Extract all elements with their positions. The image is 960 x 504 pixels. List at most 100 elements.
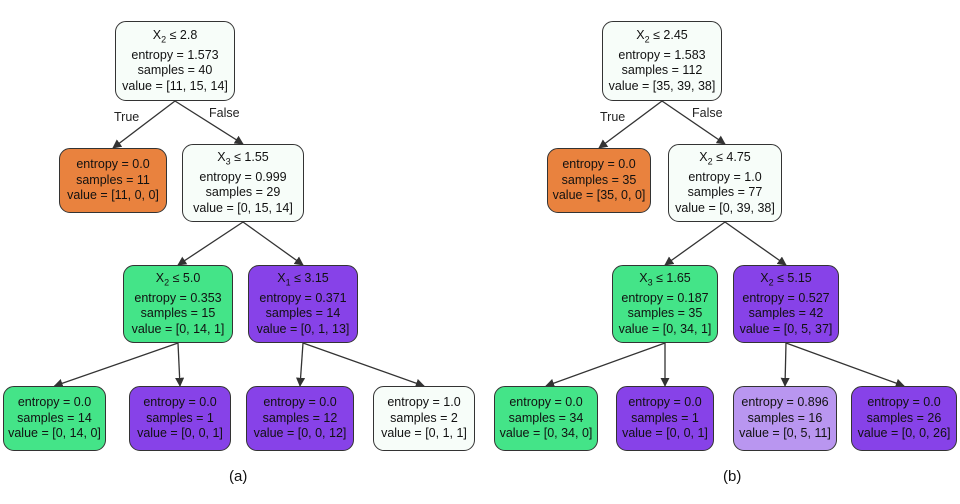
tree-a-edge-arrow — [302, 342, 425, 388]
samples-text: samples = 42 — [748, 306, 824, 321]
value-text: value = [11, 15, 14] — [122, 78, 228, 93]
tree-a-split-node: X1 ≤ 3.15 entropy = 0.371 samples = 14 v… — [248, 265, 358, 343]
tree-b-edge-arrow — [785, 342, 905, 388]
value-text: value = [0, 0, 26] — [857, 426, 951, 441]
samples-text: samples = 77 — [687, 185, 763, 200]
entropy-text: entropy = 0.0 — [143, 395, 217, 410]
tree-a-split-node: X2 ≤ 5.0 entropy = 0.353 samples = 15 va… — [123, 265, 233, 343]
value-text: value = [0, 34, 1] — [618, 321, 712, 336]
tree-b-edge-arrow — [598, 100, 663, 149]
samples-text: samples = 1 — [146, 410, 214, 425]
entropy-text: entropy = 0.187 — [621, 290, 709, 305]
entropy-text: entropy = 1.0 — [688, 169, 762, 184]
entropy-text: entropy = 0.896 — [741, 395, 829, 410]
samples-text: samples = 35 — [561, 172, 637, 187]
entropy-text: entropy = 0.0 — [562, 157, 636, 172]
samples-text: samples = 11 — [76, 172, 150, 187]
samples-text: samples = 35 — [627, 306, 703, 321]
value-text: value = [0, 15, 14] — [193, 200, 293, 215]
tree-a-edge-arrow — [296, 342, 306, 387]
entropy-text: entropy = 0.0 — [509, 395, 583, 410]
tree-a-leaf-node: entropy = 0.0 samples = 14 value = [0, 1… — [3, 386, 106, 451]
tree-b-root-node: X2 ≤ 2.45 entropy = 1.583 samples = 112 … — [602, 21, 722, 101]
samples-text: samples = 12 — [262, 410, 338, 425]
tree-b-leaf-node: entropy = 0.0 samples = 1 value = [0, 0,… — [616, 386, 714, 451]
tree-a-root-node: X2 ≤ 2.8 entropy = 1.573 samples = 40 va… — [115, 21, 235, 101]
split-condition: X1 ≤ 3.15 — [277, 270, 329, 288]
samples-text: samples = 29 — [205, 185, 281, 200]
true-edge-label: True — [114, 110, 140, 124]
entropy-text: entropy = 0.0 — [263, 395, 337, 410]
tree-b-leaf-node: entropy = 0.0 samples = 26 value = [0, 0… — [851, 386, 957, 451]
samples-text: samples = 2 — [390, 410, 458, 425]
tree-b-split-node: X3 ≤ 1.65 entropy = 0.187 samples = 35 v… — [612, 265, 718, 343]
value-text: value = [0, 39, 38] — [675, 200, 775, 215]
tree-b-leaf-node: entropy = 0.0 samples = 34 value = [0, 3… — [494, 386, 598, 451]
tree-a-edge-arrow — [174, 100, 244, 145]
value-text: value = [0, 5, 11] — [739, 426, 831, 441]
tree-a-edge-arrow — [53, 342, 179, 388]
tree-a-split-node: X3 ≤ 1.55 entropy = 0.999 samples = 29 v… — [182, 144, 304, 222]
entropy-text: entropy = 0.371 — [259, 290, 347, 305]
value-text: value = [11, 0, 0] — [67, 188, 159, 203]
entropy-text: entropy = 0.0 — [17, 395, 92, 410]
tree-b-caption: (b) — [723, 468, 742, 485]
samples-text: samples = 40 — [137, 63, 213, 78]
tree-b-leaf-node: entropy = 0.896 samples = 16 value = [0,… — [733, 386, 837, 451]
tree-b-edge-arrow — [545, 342, 666, 388]
tree-a-leaf-node: entropy = 0.0 samples = 11 value = [11, … — [59, 148, 167, 213]
tree-a-edge-arrow — [177, 221, 244, 266]
value-text: value = [35, 39, 38] — [608, 78, 716, 93]
entropy-text: entropy = 0.0 — [76, 157, 150, 172]
value-text: value = [35, 0, 0] — [552, 188, 646, 203]
samples-text: samples = 34 — [508, 410, 584, 425]
samples-text: samples = 15 — [140, 306, 216, 321]
value-text: value = [0, 1, 1] — [381, 426, 467, 441]
samples-text: samples = 1 — [631, 410, 699, 425]
tree-b-split-node: X2 ≤ 4.75 entropy = 1.0 samples = 77 val… — [668, 144, 782, 222]
value-text: value = [0, 14, 1] — [131, 321, 225, 336]
value-text: value = [0, 5, 37] — [739, 321, 833, 336]
entropy-text: entropy = 1.0 — [387, 395, 461, 410]
split-condition: X2 ≤ 5.15 — [760, 270, 812, 288]
entropy-text: entropy = 0.999 — [199, 169, 287, 184]
samples-text: samples = 112 — [621, 63, 703, 78]
tree-a-leaf-node: entropy = 0.0 samples = 12 value = [0, 0… — [246, 386, 354, 451]
split-condition: X2 ≤ 4.75 — [699, 149, 751, 167]
entropy-text: entropy = 1.583 — [618, 47, 706, 62]
entropy-text: entropy = 0.527 — [742, 290, 830, 305]
false-edge-label: False — [209, 106, 240, 120]
samples-text: samples = 14 — [17, 410, 92, 425]
entropy-text: entropy = 0.0 — [867, 395, 941, 410]
tree-a-edge-arrow — [242, 221, 304, 266]
tree-a-caption: (a) — [229, 468, 248, 485]
entropy-text: entropy = 1.573 — [131, 47, 219, 62]
samples-text: samples = 26 — [866, 410, 942, 425]
value-text: value = [0, 34, 0] — [499, 426, 593, 441]
tree-b-split-node: X2 ≤ 5.15 entropy = 0.527 samples = 42 v… — [733, 265, 839, 343]
false-edge-label: False — [692, 106, 723, 120]
split-condition: X2 ≤ 2.8 — [152, 27, 198, 45]
samples-text: samples = 16 — [747, 410, 823, 425]
tree-b-edge-arrow — [664, 221, 726, 266]
true-edge-label: True — [600, 110, 626, 124]
split-condition: X2 ≤ 5.0 — [155, 270, 201, 288]
entropy-text: entropy = 0.353 — [134, 290, 222, 305]
value-text: value = [0, 0, 12] — [253, 426, 347, 441]
tree-b-edge-arrow — [661, 100, 726, 145]
tree-b-leaf-node: entropy = 0.0 samples = 35 value = [35, … — [547, 148, 651, 213]
samples-text: samples = 14 — [265, 306, 341, 321]
tree-a-edge-arrow — [175, 342, 185, 387]
tree-a-edge-arrow — [112, 100, 176, 149]
value-text: value = [0, 14, 0] — [8, 426, 101, 441]
split-condition: X2 ≤ 2.45 — [636, 27, 688, 45]
split-condition: X3 ≤ 1.55 — [217, 149, 269, 167]
tree-b-edge-arrow — [724, 221, 787, 266]
tree-a-leaf-node: entropy = 1.0 samples = 2 value = [0, 1,… — [373, 386, 475, 451]
value-text: value = [0, 1, 13] — [256, 321, 350, 336]
value-text: value = [0, 0, 1] — [137, 426, 223, 441]
tree-a-leaf-node: entropy = 0.0 samples = 1 value = [0, 0,… — [129, 386, 231, 451]
tree-b-edge-arrow — [780, 342, 790, 387]
split-condition: X3 ≤ 1.65 — [639, 270, 691, 288]
value-text: value = [0, 0, 1] — [622, 426, 708, 441]
